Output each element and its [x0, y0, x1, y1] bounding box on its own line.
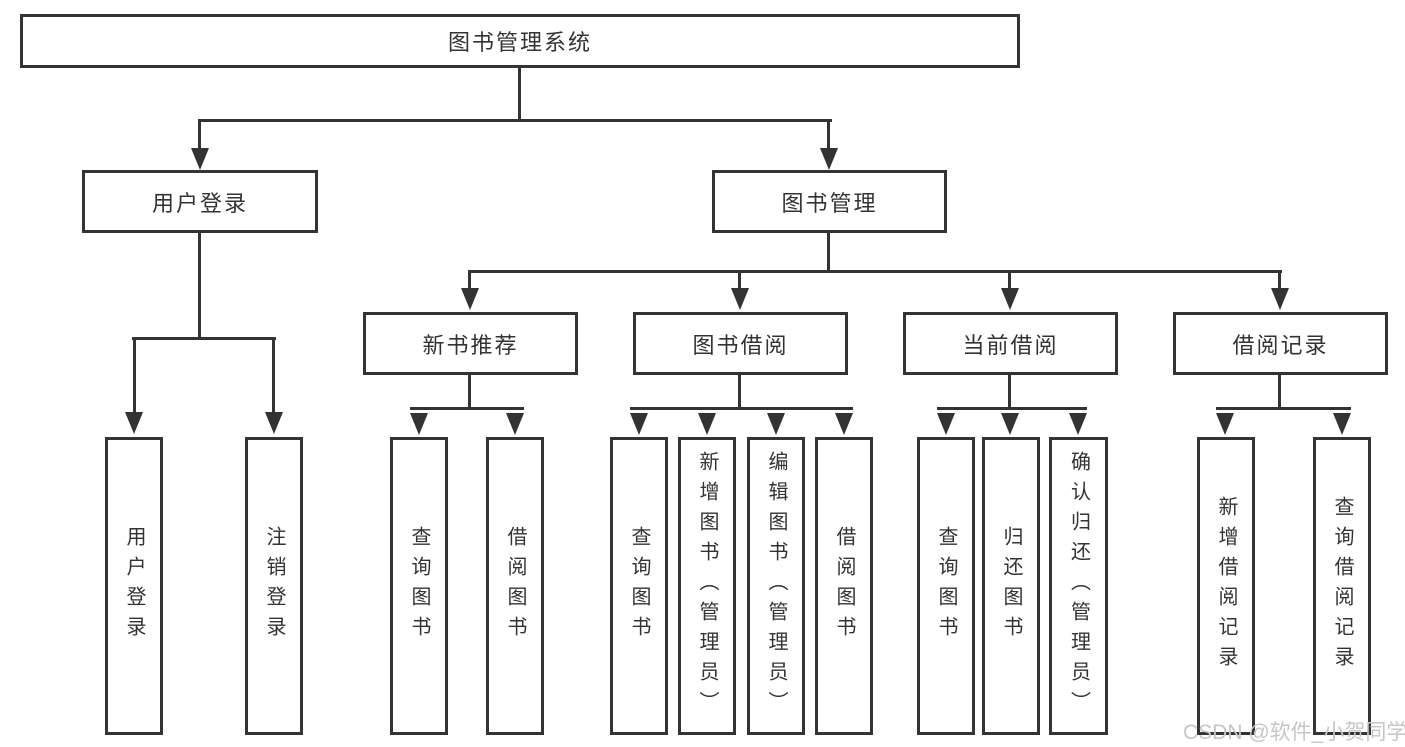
csdn-watermark: CSDN @软件_小贺同学: [1183, 721, 1405, 744]
leaf-label: 新增图书（管理员）: [696, 451, 718, 721]
connector-root-stem: [518, 68, 521, 122]
leaf-label: 新增借阅记录: [1215, 496, 1237, 676]
leaf-label: 查询图书: [408, 526, 430, 646]
arrow-down-icon: [191, 148, 209, 170]
arrow-down-icon: [937, 413, 955, 435]
arrow-down-icon: [1001, 288, 1019, 310]
arrow-down-icon: [731, 288, 749, 310]
arrow-down-icon: [630, 413, 648, 435]
arrow-down-icon: [265, 412, 283, 434]
leaf-label: 归还图书: [1000, 526, 1022, 646]
connector-arrow-shaft: [468, 270, 471, 292]
arrow-down-icon: [1216, 413, 1234, 435]
connector-book-mgmt-stem: [827, 233, 830, 273]
node-book-borrowing: 图书借阅: [633, 312, 848, 375]
connector-recommend-bar: [410, 407, 524, 410]
arrow-down-icon: [1333, 413, 1351, 435]
leaf-query-books-borrow: 查询图书: [610, 437, 668, 735]
leaf-add-books-admin: 新增图书（管理员）: [678, 437, 736, 735]
node-label: 用户登录: [151, 190, 248, 216]
leaf-confirm-return-admin: 确认归还（管理员）: [1049, 437, 1108, 735]
node-borrowing-records: 借阅记录: [1173, 312, 1388, 375]
leaf-query-books-recommend: 查询图书: [390, 437, 448, 735]
connector-recommend-stem: [468, 375, 471, 410]
connector-borrowing-bar: [630, 407, 853, 410]
node-book-management: 图书管理: [712, 170, 947, 233]
leaf-logout-login: 注销登录: [245, 437, 303, 735]
connector-book-mgmt-bar: [468, 270, 1282, 273]
leaf-label: 编辑图书（管理员）: [765, 451, 787, 721]
leaf-query-books-current: 查询图书: [917, 437, 975, 735]
arrow-down-icon: [835, 413, 853, 435]
connector-arrow-shaft: [827, 119, 830, 152]
node-label: 借阅记录: [1232, 332, 1329, 358]
node-library-management-system: 图书管理系统: [20, 14, 1020, 68]
connector-current-stem: [1008, 375, 1011, 410]
node-label: 图书借阅: [692, 332, 789, 358]
node-new-book-recommendation: 新书推荐: [363, 312, 578, 375]
arrow-down-icon: [461, 288, 479, 310]
arrow-down-icon: [1069, 413, 1087, 435]
leaf-label: 查询图书: [628, 526, 650, 646]
leaf-label: 借阅图书: [833, 526, 855, 646]
leaf-query-borrow-record: 查询借阅记录: [1313, 437, 1371, 735]
connector-user-login-bar: [132, 337, 276, 340]
node-label: 图书管理: [781, 190, 878, 216]
connector-arrow-shaft: [738, 270, 741, 292]
leaf-label: 借阅图书: [504, 526, 526, 646]
node-label: 图书管理系统: [447, 30, 592, 55]
connector-arrow-shaft: [1278, 270, 1281, 292]
leaf-borrow-books-borrow: 借阅图书: [815, 437, 873, 735]
node-user-login: 用户登录: [82, 170, 318, 233]
connector-arrow-shaft: [1008, 270, 1011, 292]
leaf-user-login: 用户登录: [105, 437, 163, 735]
arrow-down-icon: [767, 413, 785, 435]
arrow-down-icon: [1271, 288, 1289, 310]
arrow-down-icon: [698, 413, 716, 435]
connector-root-bar: [198, 119, 832, 122]
node-current-borrowing: 当前借阅: [903, 312, 1118, 375]
leaf-label: 用户登录: [123, 526, 145, 646]
leaf-add-borrow-record: 新增借阅记录: [1197, 437, 1255, 735]
leaf-label: 确认归还（管理员）: [1067, 451, 1090, 721]
arrow-down-icon: [410, 413, 428, 435]
connector-user-login-stem: [198, 233, 201, 340]
leaf-borrow-books-recommend: 借阅图书: [486, 437, 544, 735]
arrow-down-icon: [1001, 413, 1019, 435]
leaf-edit-books-admin: 编辑图书（管理员）: [747, 437, 805, 735]
connector-arrow-shaft: [198, 119, 201, 152]
leaf-return-books: 归还图书: [982, 437, 1040, 735]
arrow-down-icon: [125, 412, 143, 434]
connector-current-bar: [937, 407, 1087, 410]
connector-records-bar: [1216, 407, 1351, 410]
node-label: 当前借阅: [962, 332, 1059, 358]
leaf-label: 查询图书: [935, 526, 957, 646]
connector-borrowing-stem: [738, 375, 741, 410]
connector-arrow-shaft: [272, 337, 275, 415]
connector-arrow-shaft: [133, 337, 136, 415]
arrow-down-icon: [506, 413, 524, 435]
node-label: 新书推荐: [422, 332, 519, 358]
leaf-label: 查询借阅记录: [1331, 496, 1353, 676]
connector-records-stem: [1278, 375, 1281, 410]
leaf-label: 注销登录: [263, 526, 285, 646]
arrow-down-icon: [820, 148, 838, 170]
